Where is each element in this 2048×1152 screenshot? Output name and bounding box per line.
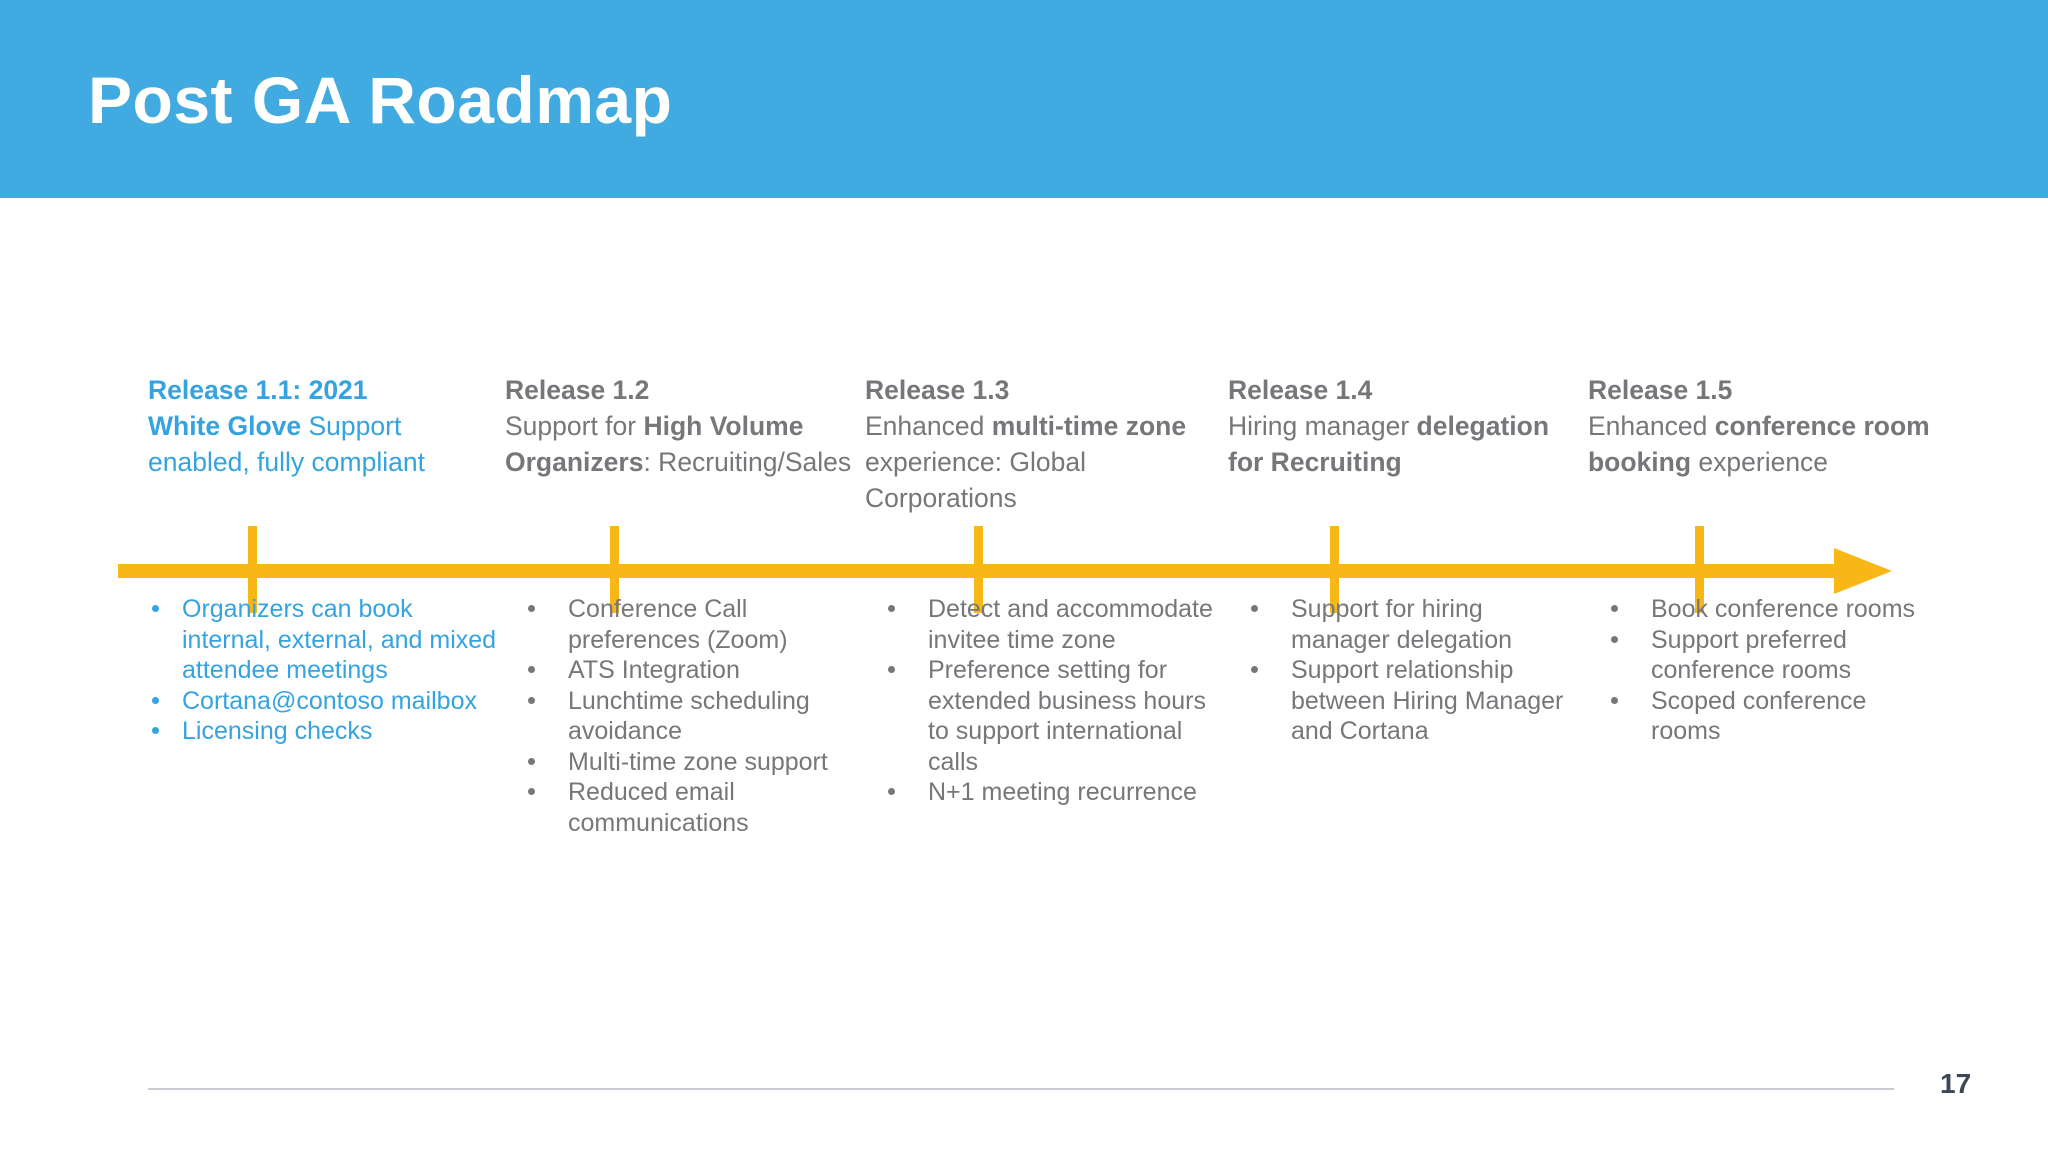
bullet-dot-icon bbox=[152, 727, 159, 734]
list-item: Support preferred conference rooms bbox=[1588, 625, 1940, 686]
timeline-tick-2 bbox=[610, 526, 619, 613]
bullet-dot-icon bbox=[1251, 666, 1258, 673]
bullet-text: Support relationship between Hiring Mana… bbox=[1291, 656, 1564, 745]
bullet-text: Organizers can book internal, external, … bbox=[182, 595, 497, 684]
list-item: Cortana@contoso mailbox bbox=[148, 686, 500, 717]
timeline-tick-5 bbox=[1695, 526, 1704, 613]
bullet-dot-icon bbox=[528, 666, 535, 673]
heading-segment: Release 1.1: 2021 bbox=[148, 375, 368, 405]
bullet-dot-icon bbox=[888, 788, 895, 795]
page-title: Post GA Roadmap bbox=[88, 63, 673, 137]
bullet-text: Preference setting for extended business… bbox=[928, 656, 1206, 776]
heading-segment: Enhanced bbox=[1588, 411, 1715, 441]
roadmap-timeline bbox=[118, 526, 1892, 613]
bullet-dot-icon bbox=[888, 605, 895, 612]
heading-segment: : Recruiting/Sales bbox=[643, 447, 852, 477]
footer-divider bbox=[148, 1088, 1894, 1090]
heading-segment: Release 1.5 bbox=[1588, 375, 1733, 405]
bullet-text: Scoped conference rooms bbox=[1651, 686, 1867, 746]
heading-segment: Release 1.2 bbox=[505, 375, 650, 405]
bullet-dot-icon bbox=[1611, 605, 1618, 612]
list-item: Support relationship between Hiring Mana… bbox=[1228, 655, 1580, 747]
heading-segment: Support for bbox=[505, 411, 644, 441]
bullet-dot-icon bbox=[1611, 635, 1618, 643]
bullet-dot-icon bbox=[1611, 696, 1618, 704]
list-item: Conference Call preferences (Zoom) bbox=[505, 594, 857, 655]
timeline-arrow-icon bbox=[1834, 548, 1892, 594]
heading-segment: Hiring manager bbox=[1228, 411, 1417, 441]
bullet-dot-icon bbox=[528, 788, 535, 795]
heading-segment: High Volume Organizers bbox=[505, 411, 804, 477]
list-item: Book conference rooms bbox=[1588, 594, 1940, 625]
bullet-dot-icon bbox=[152, 605, 159, 612]
heading-segment: delegation for Recruiting bbox=[1228, 411, 1550, 477]
heading-segment: Release 1.4 bbox=[1228, 375, 1373, 405]
list-item: Detect and accommodate invitee time zone bbox=[865, 594, 1217, 655]
release-bullet-list-release-1-1: Organizers can book internal, external, … bbox=[148, 594, 500, 747]
list-item: ATS Integration bbox=[505, 655, 857, 686]
bullet-text: Licensing checks bbox=[182, 717, 373, 745]
bullet-dot-icon bbox=[528, 757, 535, 765]
heading-segment: Release 1.3 bbox=[865, 375, 1010, 405]
bullet-text: Support preferred conference rooms bbox=[1651, 625, 1852, 685]
timeline-tick-4 bbox=[1330, 526, 1339, 613]
list-item: Preference setting for extended business… bbox=[865, 655, 1217, 777]
heading-segment: experience: Global Corporations bbox=[865, 447, 1086, 513]
list-item: Lunchtime scheduling avoidance bbox=[505, 686, 857, 747]
bullet-text: Book conference rooms bbox=[1651, 595, 1916, 623]
list-item: Licensing checks bbox=[148, 716, 500, 747]
list-item: Scoped conference rooms bbox=[1588, 686, 1940, 747]
list-item: Support for hiring manager delegation bbox=[1228, 594, 1580, 655]
list-item: Organizers can book internal, external, … bbox=[148, 594, 500, 686]
release-bullet-list-release-1-2: Conference Call preferences (Zoom)ATS In… bbox=[505, 594, 857, 838]
bullet-text: Reduced email communications bbox=[568, 778, 749, 837]
timeline-tick-3 bbox=[974, 526, 983, 613]
bullet-dot-icon bbox=[528, 696, 535, 704]
list-item: Multi-time zone support bbox=[505, 747, 857, 778]
bullet-text: ATS Integration bbox=[568, 656, 740, 684]
bullet-dot-icon bbox=[888, 666, 895, 673]
heading-segment: conference room booking bbox=[1588, 411, 1930, 477]
bullet-dot-icon bbox=[152, 696, 159, 704]
bullet-text: Multi-time zone support bbox=[568, 747, 828, 776]
heading-segment: Support enabled, fully compliant bbox=[148, 411, 425, 477]
bullet-text: Support for hiring manager delegation bbox=[1291, 595, 1512, 654]
heading-segment: multi-time zone bbox=[991, 411, 1187, 441]
list-item: N+1 meeting recurrence bbox=[865, 777, 1217, 808]
heading-segment: White Glove bbox=[148, 411, 309, 441]
bullet-dot-icon bbox=[1251, 605, 1258, 612]
timeline-tick-1 bbox=[248, 526, 257, 613]
bullet-text: Lunchtime scheduling avoidance bbox=[568, 686, 810, 746]
list-item: Reduced email communications bbox=[505, 777, 857, 838]
bullet-text: Cortana@contoso mailbox bbox=[182, 686, 477, 715]
header-band: Post GA Roadmap bbox=[0, 0, 2048, 198]
bullet-text: N+1 meeting recurrence bbox=[928, 778, 1197, 806]
bullet-dot-icon bbox=[528, 605, 535, 612]
release-bullet-list-release-1-3: Detect and accommodate invitee time zone… bbox=[865, 594, 1217, 808]
heading-segment: experience bbox=[1691, 447, 1829, 477]
bullet-text: Detect and accommodate invitee time zone bbox=[928, 595, 1213, 654]
page-number: 17 bbox=[1940, 1068, 1972, 1099]
bullet-text: Conference Call preferences (Zoom) bbox=[568, 595, 788, 654]
heading-segment: Enhanced bbox=[865, 411, 992, 441]
